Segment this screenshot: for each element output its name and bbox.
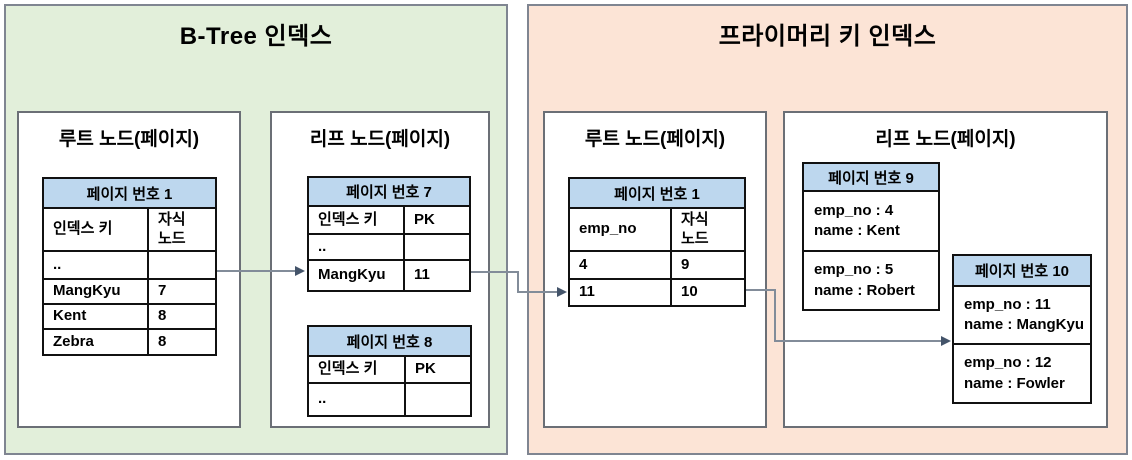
column-header-child-node: 자식 노드 — [670, 209, 744, 250]
page-number-header: 페이지 번호 7 — [309, 178, 469, 207]
btree-root-node-title: 루트 노드(페이지) — [58, 129, 200, 150]
btree-panel-title: B-Tree 인덱스 — [179, 23, 333, 50]
page-number-header: 페이지 번호 8 — [309, 327, 470, 357]
arrow-segment — [746, 289, 776, 291]
record-cell: emp_no : 4 name : Kent — [804, 192, 938, 252]
cell-child-node: 9 — [670, 252, 744, 278]
page-number-header: 페이지 번호 9 — [804, 164, 938, 192]
cell-index-key: .. — [318, 390, 327, 408]
arrow-head-icon — [295, 266, 305, 276]
pk-root-page1-table: 페이지 번호 1 emp_no 자식 노드 4 9 11 10 — [568, 177, 746, 307]
btree-root-page1-table: 페이지 번호 1 인덱스 키 자식 노드 .. MangKyu 7 Kent 8… — [42, 177, 217, 356]
column-header-pk: PK — [404, 357, 470, 382]
btree-leaf-page7-table: 페이지 번호 7 인덱스 키 PK .. MangKyu 11 — [307, 176, 471, 292]
page-number-header: 페이지 번호 1 — [570, 179, 744, 209]
cell-index-key: MangKyu — [53, 282, 121, 300]
record-cell: emp_no : 12 name : Fowler — [964, 354, 1065, 392]
cell-index-key: .. — [318, 237, 327, 255]
pk-leaf-page10-table: 페이지 번호 10 emp_no : 11 name : MangKyu emp… — [952, 254, 1092, 404]
page-number-header: 페이지 번호 1 — [44, 179, 215, 209]
btree-leaf-page8-table: 페이지 번호 8 인덱스 키 PK .. — [307, 325, 472, 417]
cell-child-node: 8 — [147, 305, 215, 328]
table-row: 4 9 — [570, 252, 744, 280]
table-row: MangKyu 11 — [309, 261, 469, 290]
table-row: Zebra 8 — [44, 330, 215, 354]
arrow-segment — [774, 340, 942, 342]
column-header-child-node: 자식 노드 — [147, 209, 215, 250]
column-header-index-key: 인덱스 키 — [318, 360, 378, 378]
table-column-header-row: 인덱스 키 PK — [309, 207, 469, 235]
cell-child-node: 7 — [147, 280, 215, 303]
arrow-head-icon — [557, 287, 567, 297]
primary-key-panel-title: 프라이머리 키 인덱스 — [718, 23, 937, 50]
cell-index-key: MangKyu — [318, 266, 386, 284]
cell-pk — [403, 235, 469, 259]
column-header-emp-no: emp_no — [579, 220, 637, 238]
arrow-segment — [471, 271, 519, 273]
pk-root-node-title: 루트 노드(페이지) — [584, 129, 726, 150]
cell-index-key: Zebra — [53, 332, 94, 350]
cell-pk: 11 — [403, 261, 469, 290]
column-header-index-key: 인덱스 키 — [53, 220, 113, 238]
cell-emp-no: 11 — [579, 283, 595, 301]
table-column-header-row: 인덱스 키 PK — [309, 357, 470, 384]
cell-child-node: 8 — [147, 330, 215, 354]
arrow-segment — [774, 289, 776, 342]
arrow-segment — [517, 291, 558, 293]
cell-child-node — [147, 252, 215, 278]
table-row: Kent 8 — [44, 305, 215, 330]
table-row: MangKyu 7 — [44, 280, 215, 305]
column-header-index-key: 인덱스 키 — [318, 210, 378, 228]
table-column-header-row: emp_no 자식 노드 — [570, 209, 744, 252]
record-cell: emp_no : 11 name : MangKyu — [954, 287, 1090, 345]
table-row: .. — [44, 252, 215, 280]
cell-emp-no: 4 — [579, 255, 588, 273]
table-row: 11 10 — [570, 280, 744, 305]
record-cell: emp_no : 5 name : Robert — [814, 261, 915, 299]
column-header-pk: PK — [403, 207, 469, 233]
table-row: .. — [309, 384, 470, 415]
btree-leaf-node-title: 리프 노드(페이지) — [309, 129, 451, 150]
pk-leaf-page9-table: 페이지 번호 9 emp_no : 4 name : Kent emp_no :… — [802, 162, 940, 311]
cell-index-key: .. — [53, 255, 62, 273]
pk-leaf-node-title: 리프 노드(페이지) — [875, 129, 1016, 150]
arrow-segment — [217, 270, 296, 272]
cell-pk — [404, 384, 470, 415]
cell-child-node: 10 — [670, 280, 744, 305]
table-column-header-row: 인덱스 키 자식 노드 — [44, 209, 215, 252]
arrow-segment — [517, 271, 519, 293]
arrow-head-icon — [941, 336, 951, 346]
page-number-header: 페이지 번호 10 — [954, 256, 1090, 287]
table-row: .. — [309, 235, 469, 261]
cell-index-key: Kent — [53, 307, 87, 325]
